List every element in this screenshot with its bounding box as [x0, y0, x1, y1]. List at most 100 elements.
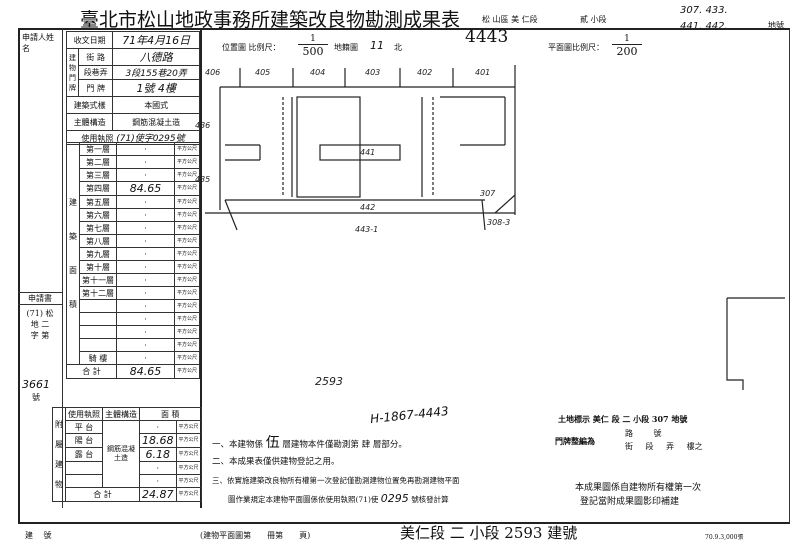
attached-label: 露 台	[65, 447, 103, 462]
handwritten-build-no: 2593	[315, 375, 343, 388]
floor-label	[79, 325, 117, 339]
location-scale-label: 位置圖 比例尺：	[222, 43, 281, 52]
table-cell: 平方公尺	[175, 487, 202, 502]
floor-row: ·平方公尺	[67, 312, 201, 326]
floor-label: 第十層	[79, 260, 117, 274]
floor-value: ·	[116, 208, 175, 222]
application-label: 申請書	[18, 292, 62, 305]
floor-row: ·平方公尺	[67, 338, 201, 352]
floor-value: ·	[116, 221, 175, 235]
map-label: 地籍圖	[334, 43, 358, 52]
table-cell: 合 計	[66, 364, 117, 379]
attached-value: ·	[139, 420, 177, 434]
building-number: 美仁段 二 小段 2593 建號	[400, 524, 578, 542]
attached-value: 18.68	[139, 433, 177, 448]
floor-value: ·	[116, 234, 175, 248]
table-cell: 附屬建物	[52, 407, 66, 502]
lot-404: 404	[310, 68, 325, 77]
table-cell: 平方公尺	[173, 364, 201, 379]
floor-value: ·	[116, 351, 175, 365]
floor-label: 第八層	[79, 234, 117, 248]
lot-label: 地號	[768, 21, 784, 30]
floor-value: ·	[116, 155, 175, 169]
floor-label: 第四層	[79, 181, 117, 196]
note-1: 一、本建物係 伍 層建物本件僅勘測第 肆 層部分。	[212, 435, 407, 451]
attached-label: 平 台	[65, 420, 103, 434]
note-3: 三、依實施建築改良物所有權第一次登記僅勘測建物位置免再勘測建物平面	[212, 476, 460, 485]
floor-label: 騎 樓	[79, 351, 117, 365]
floor-value: ·	[116, 168, 175, 182]
floor-row: 第八層·平方公尺	[67, 234, 201, 248]
floor-label	[79, 299, 117, 313]
application-num: 3661	[22, 378, 50, 391]
table-cell: 段巷弄	[77, 65, 114, 80]
structure-note: 鋼筋混凝土造	[102, 420, 140, 488]
floor-value: ·	[116, 312, 175, 326]
floor-label: 第二層	[79, 155, 117, 169]
lots-line1: 307. 433.	[680, 5, 728, 16]
lot-443-1: 443-1	[355, 225, 378, 234]
attached-row: ·平方公尺	[53, 461, 202, 475]
table-cell: 使用執照	[65, 407, 103, 421]
floor-row: 第六層·平方公尺	[67, 208, 201, 222]
floor-label: 第六層	[79, 208, 117, 222]
table-cell: 1號 4樓	[112, 79, 200, 97]
table-cell: 建物門牌	[66, 48, 79, 97]
attached-label: 陽 台	[65, 433, 103, 448]
floor-label: 第十二層	[79, 286, 117, 300]
table-cell: 鋼筋混凝土造	[112, 113, 200, 131]
table-cell: 平方公尺	[175, 420, 202, 434]
floor-value: ·	[116, 260, 175, 274]
lot-406: 406	[205, 68, 220, 77]
lot-403: 403	[365, 68, 380, 77]
table-cell: 主體構造	[102, 407, 140, 421]
plan-reference: (建物平面圖第 冊第 頁)	[200, 531, 311, 540]
table-cell: 收文日期	[65, 31, 114, 49]
handwritten-number: 4443	[465, 27, 509, 47]
floor-label: 第五層	[79, 195, 117, 209]
door-renumber-label: 門牌整編為	[555, 436, 595, 446]
applicant-label: 申請人姓名	[22, 33, 54, 53]
application-suffix: 號	[32, 393, 40, 402]
attached-value: 6.18	[139, 447, 177, 462]
floor-value: ·	[116, 142, 175, 156]
lot-436: 436	[195, 121, 210, 130]
floor-label	[79, 338, 117, 352]
plan-scale-label: 平面圖比例尺：	[548, 43, 604, 52]
table-cell: 建築式樣	[65, 96, 114, 114]
note-2: 二、本成果表僅供建物登記之用。	[212, 457, 340, 467]
unit-label: 平方公尺	[173, 273, 201, 287]
floor-label: 第十一層	[79, 273, 117, 287]
land-designation: 土地標示 美仁 段 二 小段 307 地號	[558, 414, 688, 424]
floor-value: ·	[116, 299, 175, 313]
certification-1: 本成果圖係自建物所有權第一次	[575, 483, 702, 493]
form-title: 臺北市松山地政事務所建築改良物勘測成果表	[80, 9, 461, 31]
floor-row: 第二層·平方公尺	[67, 155, 201, 169]
floor-value: 84.65	[116, 181, 175, 196]
table-cell: 3段155巷20弄	[112, 65, 200, 80]
floor-label: 第三層	[79, 168, 117, 182]
district: 松 山區 美 仁段	[482, 15, 538, 24]
map-no: 11	[370, 39, 384, 52]
attached-value: ·	[139, 461, 177, 475]
subsection: 貳 小段	[580, 15, 607, 24]
lot-442: 442	[360, 203, 375, 212]
lot-405: 405	[255, 68, 270, 77]
floor-row: ·平方公尺	[67, 299, 201, 313]
floor-row: 第十層·平方公尺	[67, 260, 201, 274]
floor-row: 第十一層·平方公尺	[67, 273, 201, 287]
lot-307: 307	[480, 189, 496, 198]
lot-402: 402	[417, 68, 432, 77]
floor-row: 騎 樓·平方公尺	[67, 351, 201, 365]
floor-label: 第一層	[79, 142, 117, 156]
table-cell: 面 積	[139, 407, 202, 421]
attached-header-row: 附屬建物使用執照主體構造面 積	[52, 407, 202, 502]
table-cell: 平方公尺	[175, 474, 202, 488]
table-cell: 建築面積	[66, 142, 80, 365]
floor-row: ·平方公尺	[67, 325, 201, 339]
lot-401: 401	[475, 68, 490, 77]
